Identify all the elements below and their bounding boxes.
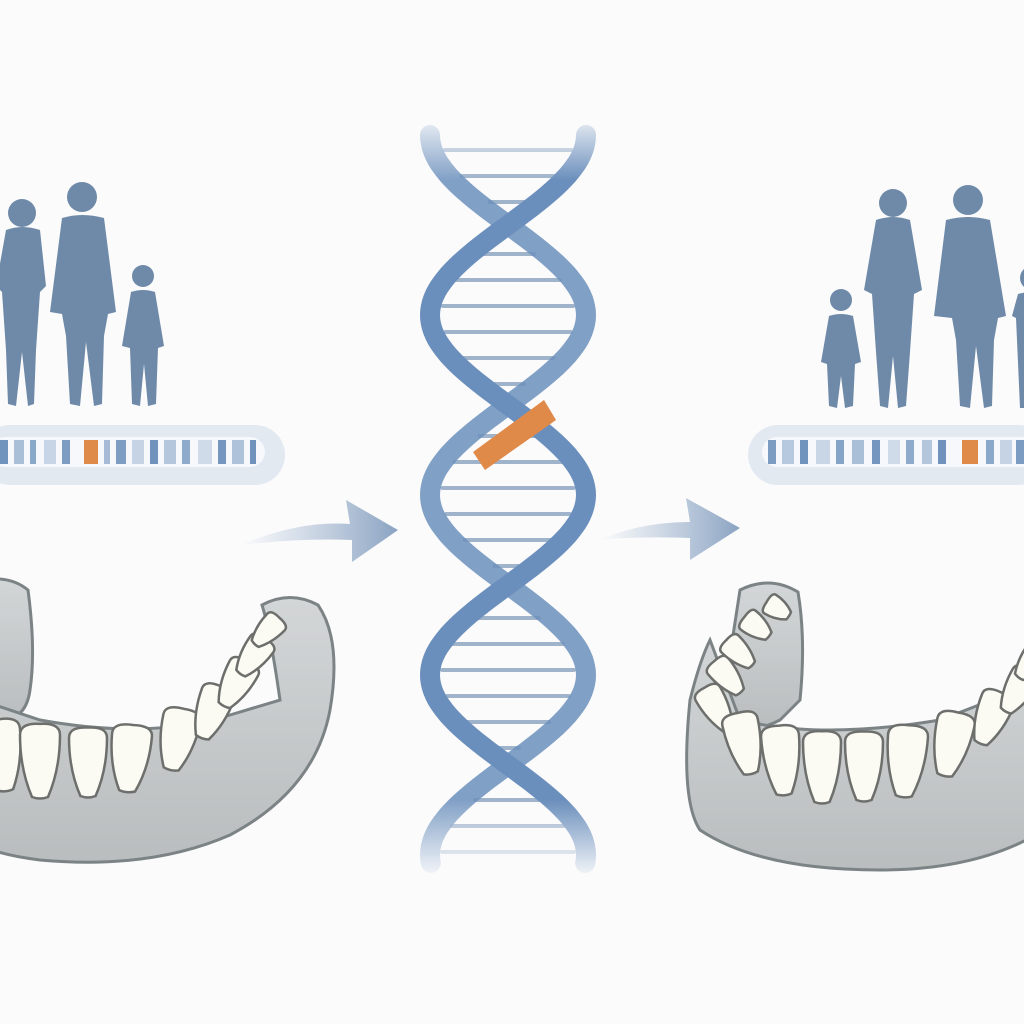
- tooth: [1013, 638, 1024, 682]
- tooth: [999, 664, 1024, 715]
- tooth: [843, 730, 885, 803]
- dna-strand-front: [419, 125, 597, 873]
- tooth: [18, 722, 62, 800]
- right-chromosome-highlight: [962, 440, 978, 464]
- tooth: [759, 723, 801, 797]
- tooth: [737, 608, 773, 642]
- tooth: [705, 654, 746, 697]
- tooth: [110, 723, 154, 794]
- flow-arrow-right: [600, 498, 740, 560]
- flow-arrow-left: [240, 500, 398, 562]
- tooth: [886, 723, 930, 799]
- man-silhouette-right: [934, 185, 1006, 408]
- left-jaw-teeth: [0, 611, 288, 800]
- right-jaw-teeth: [693, 592, 1024, 805]
- left-chromosome-bands: [0, 440, 256, 464]
- left-chromosome-highlight: [84, 440, 98, 464]
- right-lower-jaw: [685, 581, 1024, 872]
- dna-strand-back: [419, 125, 597, 873]
- child-silhouette-left: [122, 265, 164, 406]
- tooth: [250, 611, 288, 649]
- tooth: [933, 709, 977, 778]
- child-silhouette-right: [821, 289, 861, 408]
- right-chromosome-bands: [768, 440, 1024, 464]
- left-chromosome-bar: [0, 425, 285, 485]
- left-lower-jaw: [0, 577, 336, 864]
- tooth: [719, 632, 757, 670]
- tooth: [67, 726, 109, 799]
- dna-highlighted-segment: [473, 400, 556, 470]
- dna-double-helix: [400, 110, 620, 880]
- partial-adult-silhouette-right: [1012, 269, 1024, 408]
- man-silhouette-left: [50, 182, 116, 406]
- tooth: [761, 592, 793, 621]
- tooth: [801, 729, 843, 805]
- woman-silhouette-left: [0, 199, 46, 406]
- woman-silhouette-right: [864, 189, 922, 408]
- left-family-silhouettes: [0, 182, 164, 406]
- right-family-silhouettes: [821, 185, 1024, 408]
- tooth: [0, 717, 22, 793]
- right-chromosome-bar: [748, 425, 1024, 485]
- tooth: [159, 705, 203, 772]
